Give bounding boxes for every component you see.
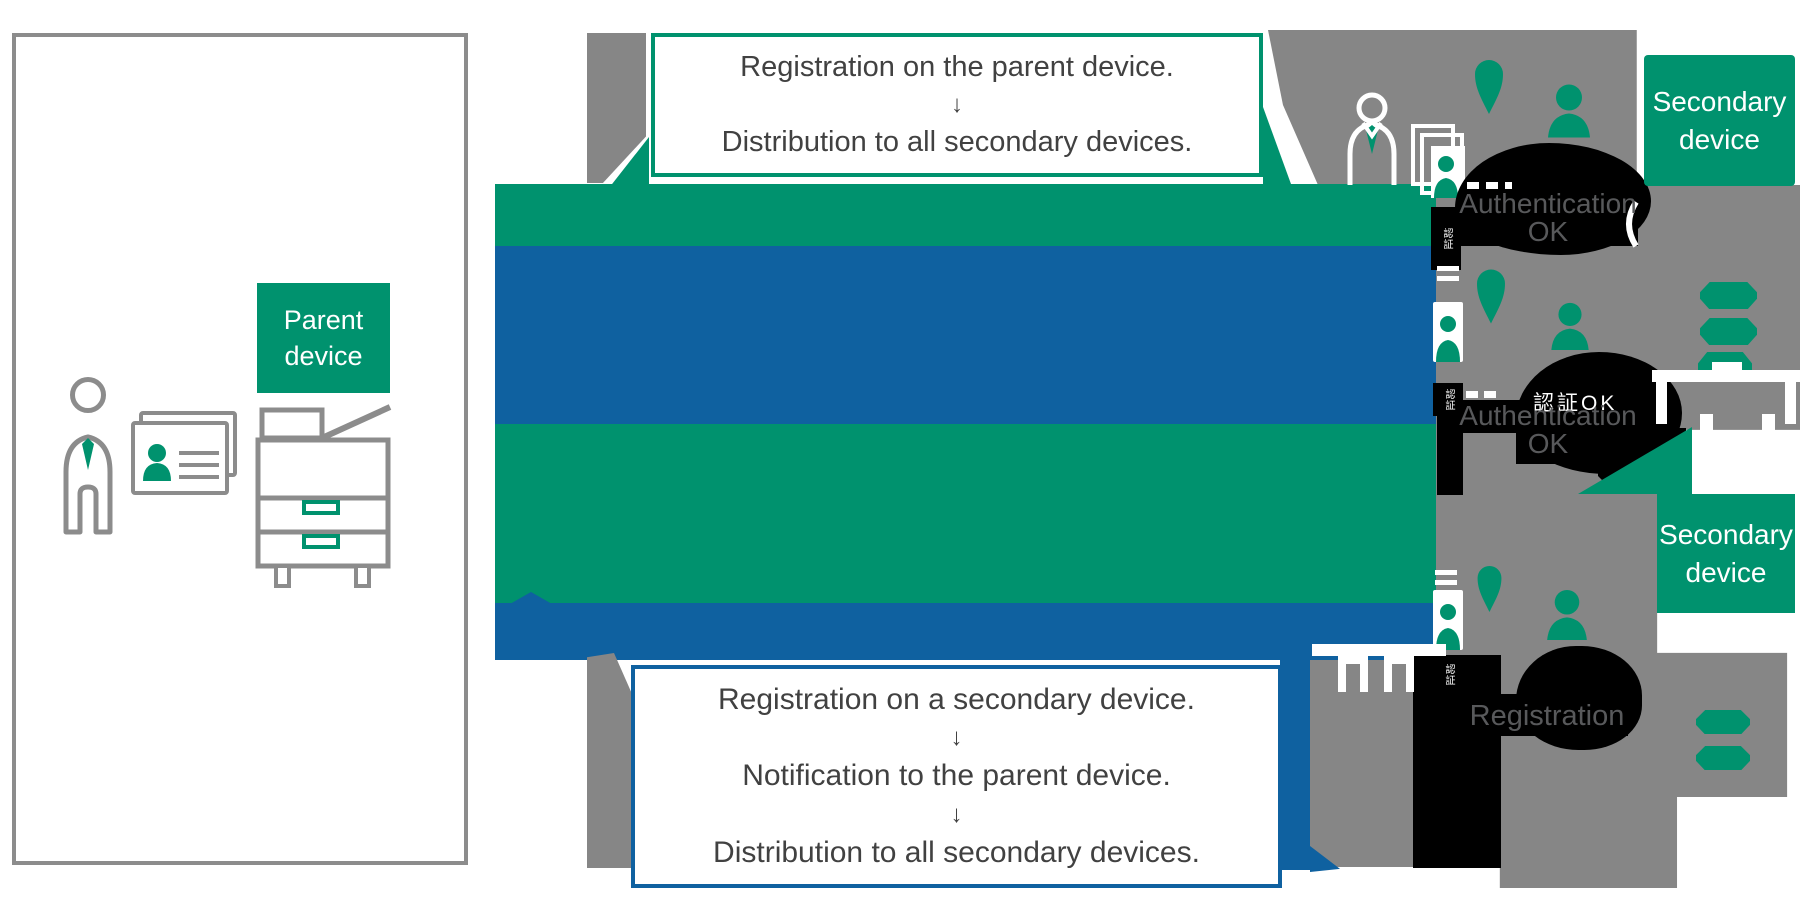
printer-leg [1700,414,1713,430]
secondary-device-label-text: Secondary device [1652,85,1787,155]
printer-leg [1656,382,1667,424]
secondary-printer-base [1312,642,1446,696]
flow-band-blue-bottom [495,603,1436,660]
flow-top-line-2: Distribution to all secondary devices. [721,126,1193,158]
auth-ok-text-middle: Authentication OK [1455,402,1641,458]
auth-line2: OK [1527,428,1569,459]
flow-band-green-bottom [495,424,1436,603]
down-arrow-icon: ↓ [950,724,963,752]
printer-leg [1762,414,1775,430]
auth-jp-text: 認証OK [1533,392,1618,415]
bubble-dash [1467,182,1479,189]
secondary-printer-drawer [1696,710,1750,734]
down-droplet-icon [1477,268,1505,325]
id-card-small-icon [1433,302,1463,362]
secondary-printer-drawer [1696,746,1750,770]
down-droplet-icon [1476,566,1503,612]
auth-line2: OK [1527,216,1569,247]
card-stack-icon [1411,124,1465,198]
bubble-dash [1484,391,1496,398]
flow-description-top: Registration on the parent device. ↓ Dis… [651,33,1263,177]
flow-band-blue-top [495,246,1436,424]
reader-glyph: 認証 [1443,664,1454,686]
parent-device-label: Parent device [257,283,390,393]
flow-bottom-line-1: Registration on a secondary device. [718,683,1195,717]
topbox-green-wedge [1263,107,1291,184]
card-reader-icon: 認証 [1433,657,1463,693]
auth-line1: Authentication [1459,400,1637,431]
panel-dash [1437,276,1459,281]
bottom-fold-shape [587,653,632,868]
id-card-icon [131,411,237,495]
flow-top-line-1: Registration on the parent device. [740,51,1174,83]
person-silhouette-icon [1548,302,1592,350]
blue-return-column [1280,658,1310,870]
parent-device-label-text: Parent device [283,304,364,371]
flow-band-green-top [495,184,1436,246]
auth-ok-text-top: Authentication OK [1455,190,1641,246]
user-icon [56,374,120,536]
auth-line1: Authentication [1459,188,1637,219]
printer-platform [1652,370,1800,382]
flow-bottom-line-2: Notification to the parent device. [742,759,1171,793]
person-silhouette-icon [1545,589,1589,640]
bubble-crescent [1618,200,1642,248]
flow-description-bottom: Registration on a secondary device. ↓ No… [631,665,1282,888]
registration-bubble-body [1466,694,1628,736]
down-droplet-icon [1475,60,1503,114]
registration-text: Registration [1469,700,1625,732]
panel-dash [1437,266,1459,271]
auth-bubble-middle-body [1453,400,1641,433]
reader-glyph: 認証 [1443,388,1454,411]
panel-dash [1435,570,1457,575]
person-silhouette-icon [1546,83,1592,138]
panel-dash [1435,580,1457,585]
printer-slot [1712,362,1742,373]
parent-printer-icon [252,396,394,590]
operator-icon [1344,92,1400,185]
flow-bottom-line-3: Distribution to all secondary devices. [713,835,1200,869]
auth-bubble-top-body [1460,188,1638,246]
secondary-printer-drawer [1700,318,1757,345]
auth-bubble-middle-ok [1516,428,1574,464]
secondary-device-label-text: Secondary device [1659,518,1793,588]
bubble-dash [1466,391,1478,398]
secondary-printer-drawer [1700,282,1757,309]
down-arrow-icon: ↓ [951,91,963,118]
bubble-dash [1505,182,1512,189]
printer-leg [1785,382,1796,424]
card-reader-icon: 認証 [1431,207,1461,270]
id-card-small-icon [1433,590,1463,650]
card-reader-icon: 認証 [1433,383,1463,416]
secondary-device-label-top: Secondary device [1644,55,1795,186]
down-arrow-icon: ↓ [950,800,963,828]
secondary-device-label-bottom: Secondary device [1657,494,1795,613]
reader-glyph: 認証 [1441,227,1452,250]
bubble-dash [1486,182,1498,189]
